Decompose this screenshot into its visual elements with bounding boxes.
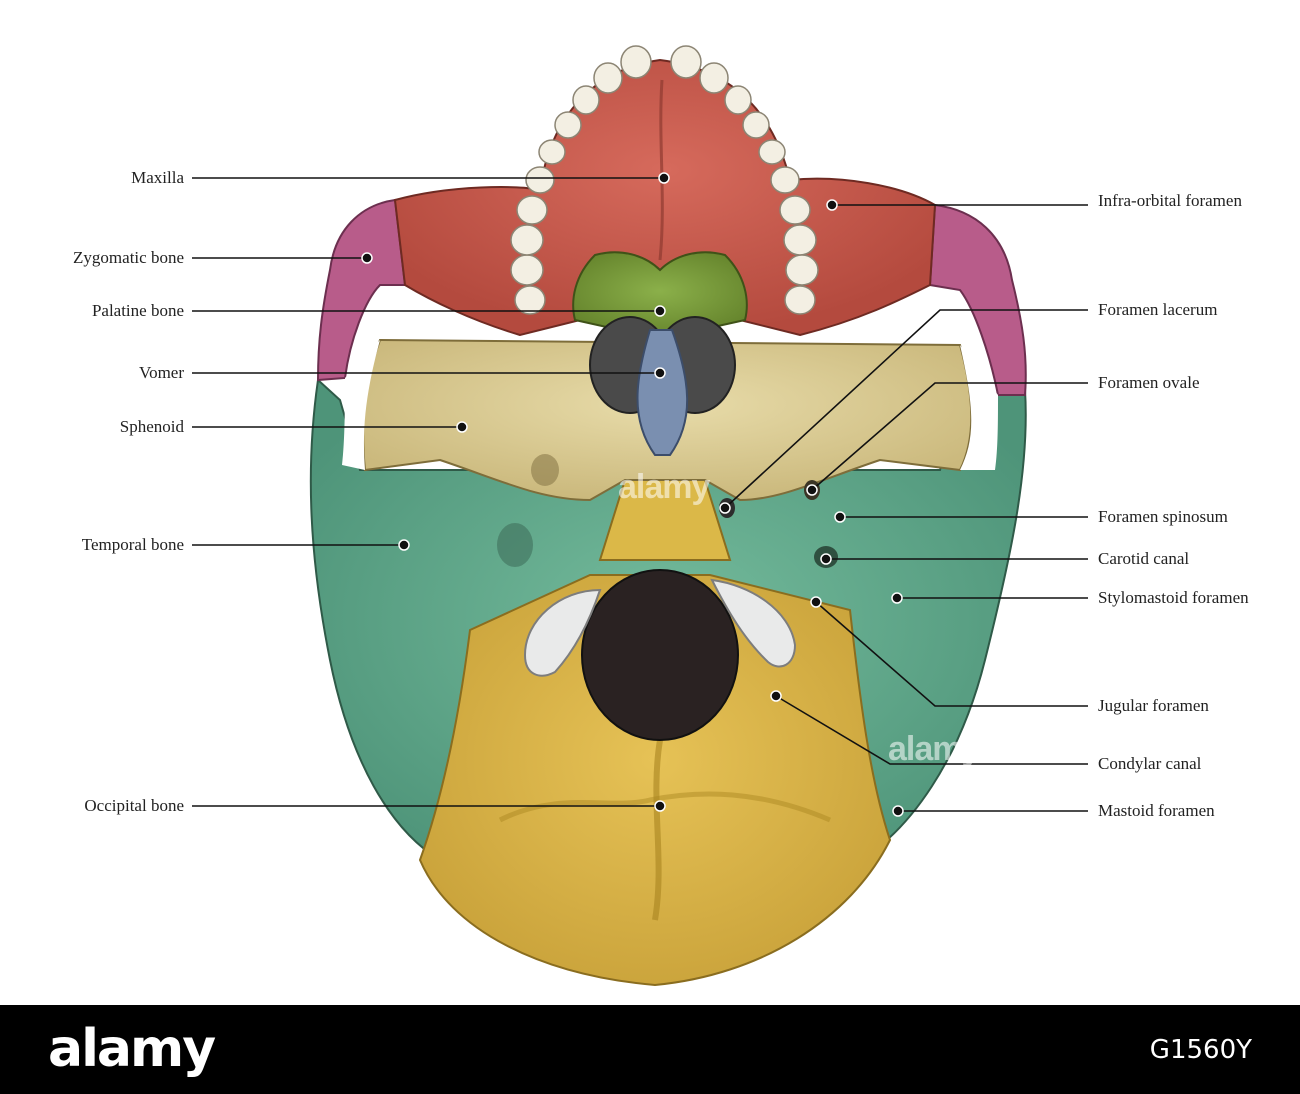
watermark-bottom: alamy	[888, 730, 980, 768]
label-occipital-bone: Occipital bone	[84, 796, 184, 815]
label-mastoid-foramen: Mastoid foramen	[1098, 801, 1215, 820]
image-id: G1560Y	[1149, 1035, 1252, 1065]
zygomatic-left	[316, 198, 407, 382]
label-jugular-foramen: Jugular foramen	[1098, 696, 1209, 715]
label-carotid-canal: Carotid canal	[1098, 549, 1190, 568]
vomer-region	[636, 329, 689, 456]
label-condylar-canal: Condylar canal	[1098, 754, 1202, 773]
label-infra-orbital-foramen: Infra-orbital foramen	[1098, 191, 1242, 210]
label-vomer: Vomer	[138, 363, 184, 382]
skull-illustration	[192, 45, 1088, 987]
skull-base-diagram: alamy alamy Maxilla Zygomatic bone Palat…	[73, 45, 1249, 987]
label-stylomastoid-foramen: Stylomastoid foramen	[1098, 588, 1249, 607]
zygomatic-right	[928, 203, 1027, 396]
footer-bar: alamy G1560Y	[0, 1005, 1300, 1094]
label-foramen-ovale: Foramen ovale	[1098, 373, 1200, 392]
occipital-condyle-left	[523, 588, 602, 677]
label-foramen-spinosum: Foramen spinosum	[1098, 507, 1228, 526]
leader-dots	[361, 172, 904, 817]
label-sphenoid: Sphenoid	[119, 417, 184, 436]
label-palatine-bone: Palatine bone	[91, 301, 184, 320]
alamy-logo: alamy	[48, 1019, 216, 1079]
label-temporal-bone: Temporal bone	[81, 535, 184, 554]
foramen-magnum	[581, 569, 739, 741]
label-maxilla: Maxilla	[131, 168, 184, 187]
teeth	[510, 45, 819, 315]
label-foramen-lacerum: Foramen lacerum	[1098, 300, 1218, 319]
watermark-top: alamy	[618, 468, 710, 506]
label-zygomatic-bone: Zygomatic bone	[73, 248, 184, 267]
occipital-condyle-right	[710, 578, 797, 668]
leader-lines	[192, 177, 1088, 812]
